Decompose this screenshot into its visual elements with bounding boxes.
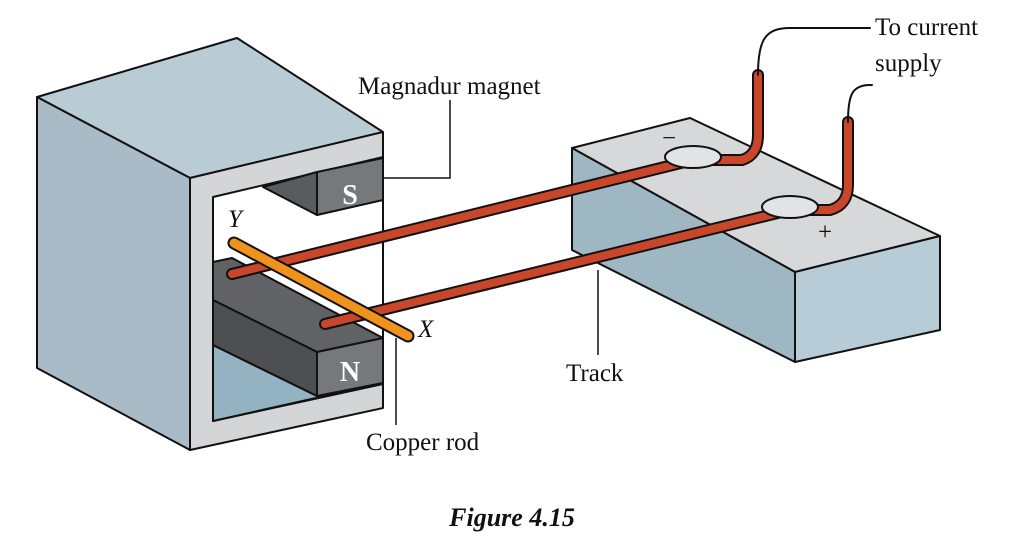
rail-1 (228, 71, 762, 278)
positive-terminal (761, 195, 819, 219)
figure-caption: Figure 4.15 (448, 503, 575, 532)
s-magnet-front (316, 157, 384, 216)
negative-terminal (664, 145, 722, 169)
copper-rod-label: Copper rod (366, 429, 480, 456)
track-label: Track (566, 360, 624, 387)
positive-sign: + (818, 219, 832, 246)
magnet-label: Magnadur magnet (358, 73, 541, 100)
n-magnet-front (316, 337, 384, 397)
rod-end-y-label: Y (228, 206, 245, 233)
magnet-leader (383, 100, 451, 179)
box-front (794, 235, 941, 363)
copper-rod (229, 238, 413, 341)
negative-sign: − (662, 125, 676, 152)
pole-n-label: N (340, 357, 360, 388)
rod-end-x-label: X (417, 316, 435, 343)
rail-2 (321, 118, 852, 328)
pole-s-label: S (342, 180, 358, 211)
supply-lead-2 (847, 84, 873, 123)
current-supply-label-2: supply (875, 50, 942, 77)
current-supply-label-1: To current (875, 14, 978, 41)
supply-lead-1 (757, 27, 871, 76)
